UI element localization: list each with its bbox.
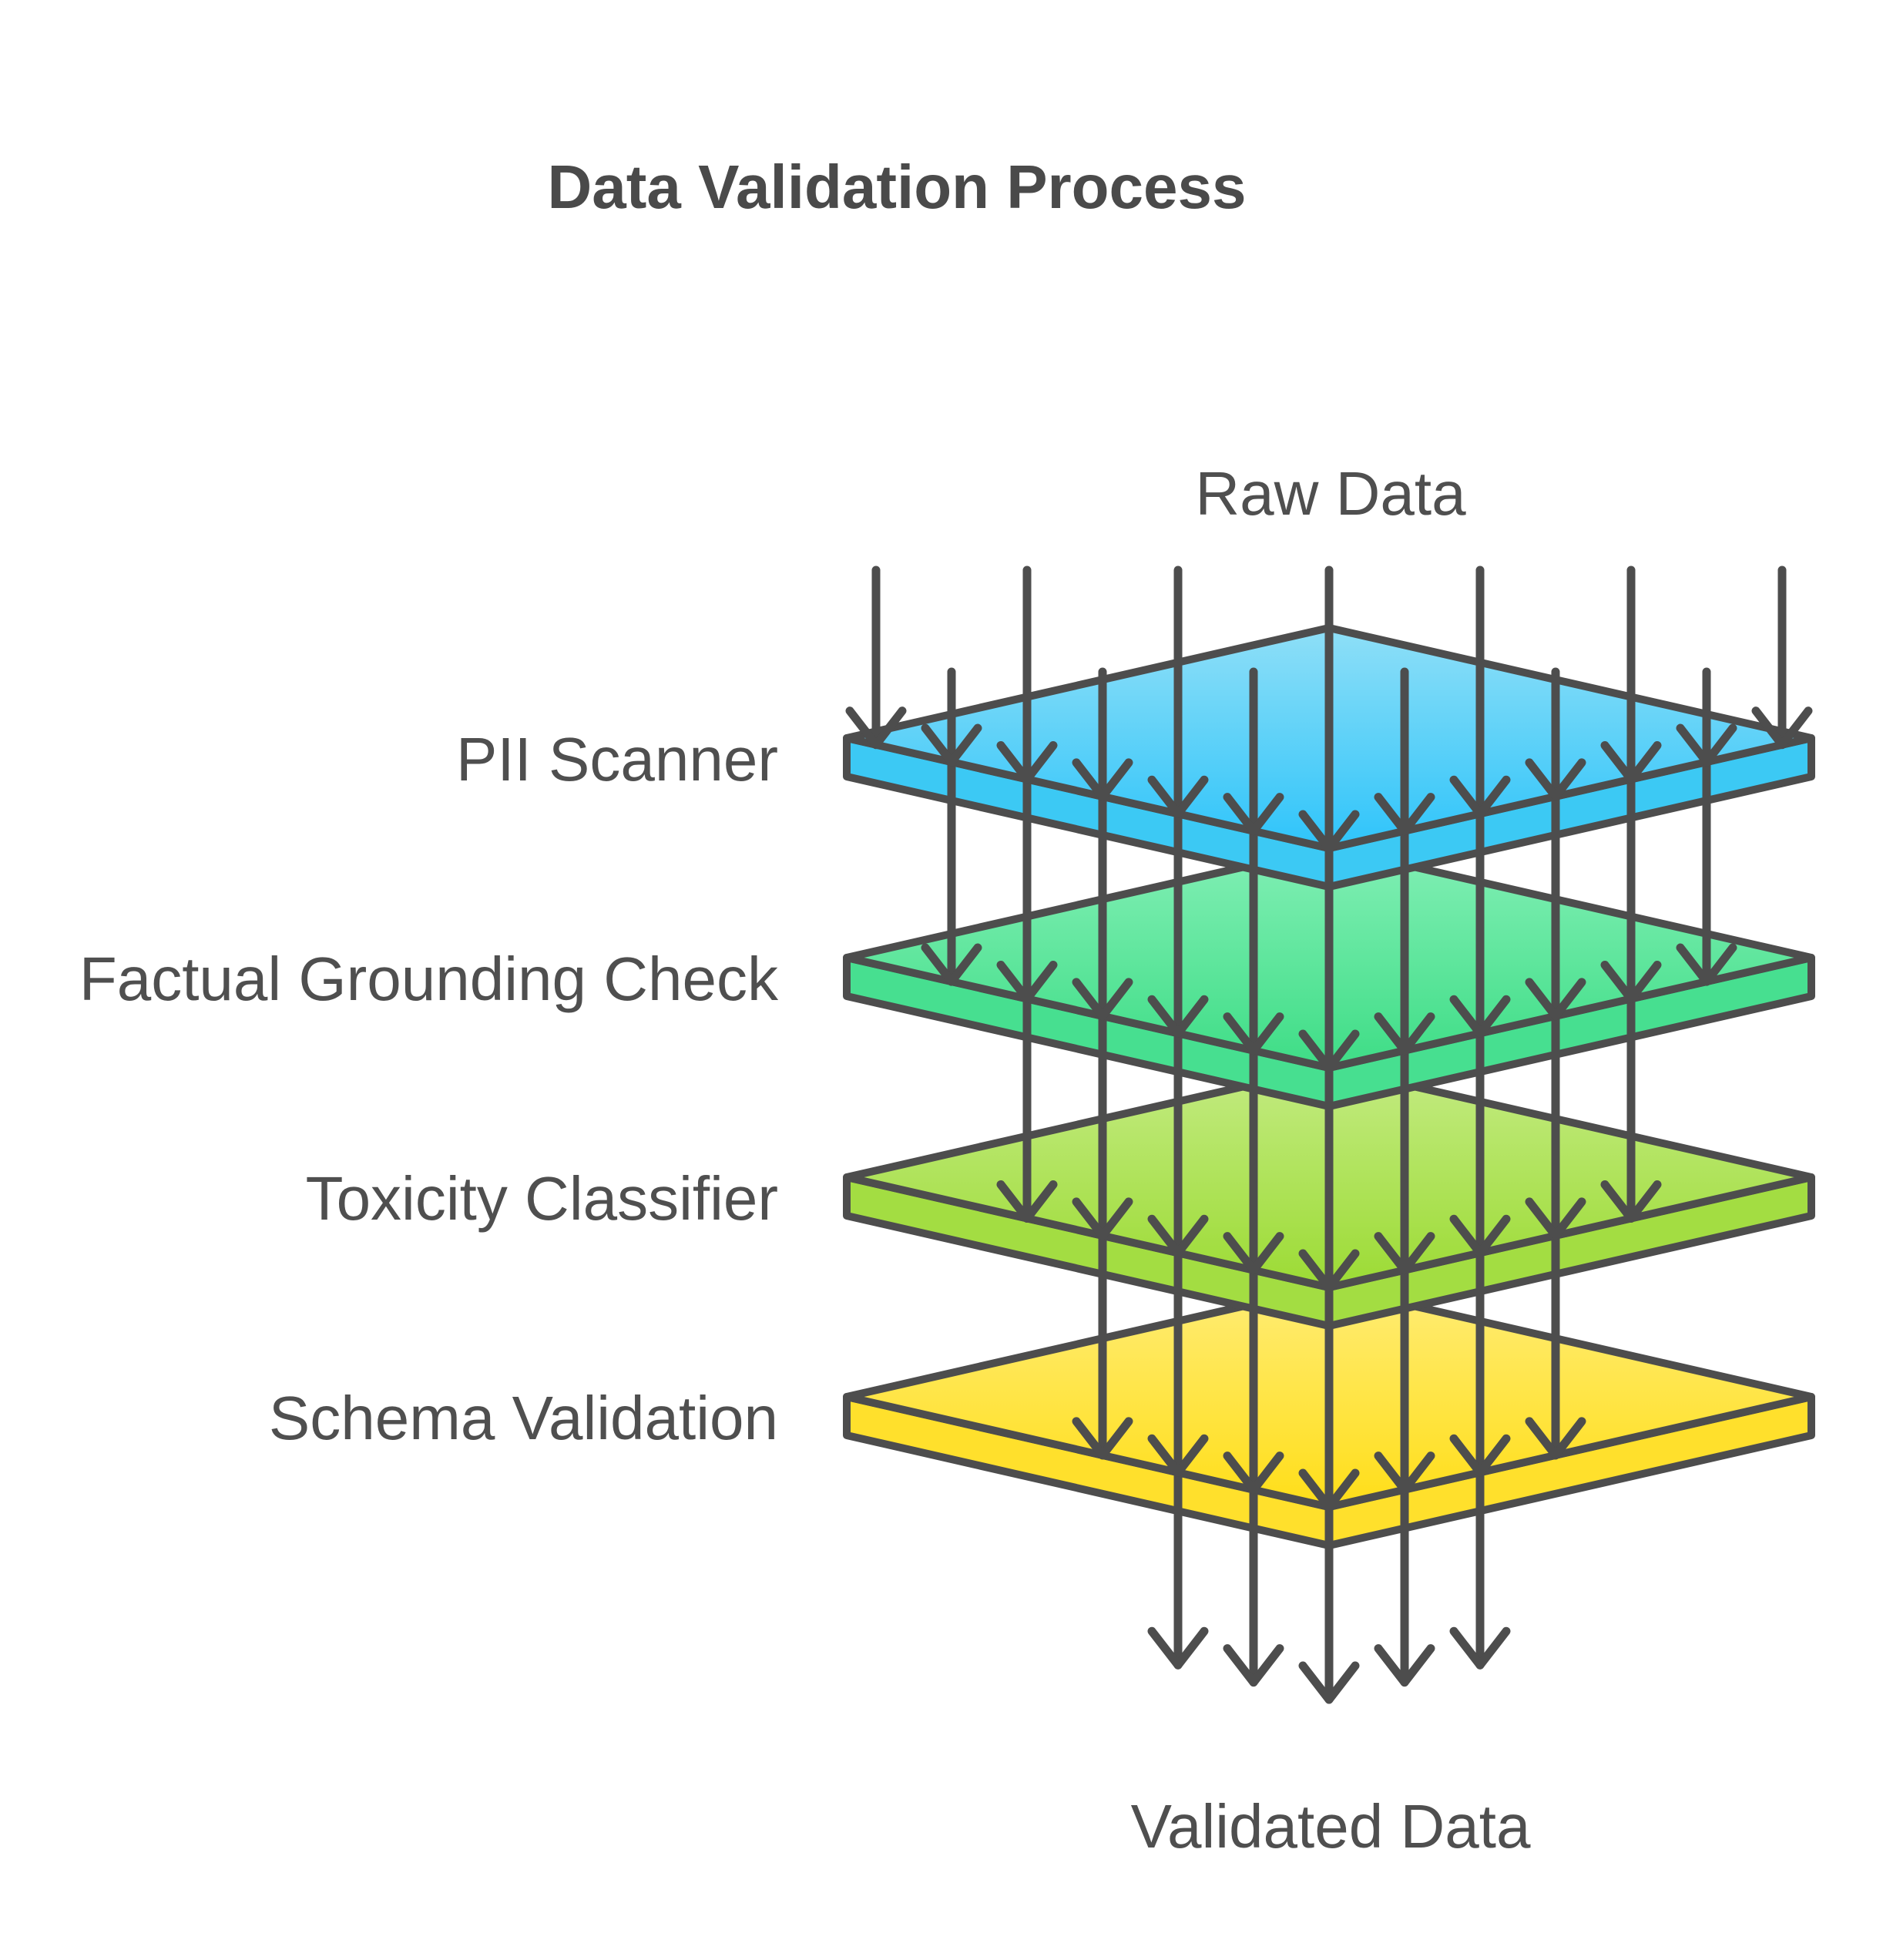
flow-arrow [1449, 1434, 1511, 1477]
flow-arrow [1072, 1417, 1133, 1460]
output-label: Validated Data [1131, 1792, 1531, 1861]
flow-arrow [1072, 758, 1133, 801]
flow-arrow [1223, 1644, 1284, 1687]
flow-arrow [996, 1180, 1058, 1223]
flow-arrow [1525, 1197, 1586, 1240]
diagram-title: Data Validation Process [547, 153, 1246, 221]
flow-arrow [1676, 943, 1737, 986]
flow-arrow [1298, 1661, 1360, 1704]
flow-arrow [1751, 706, 1813, 750]
flow-arrow [1223, 793, 1284, 836]
flow-arrow [1147, 1626, 1209, 1670]
diagram-shapes [843, 566, 1815, 1704]
flow-arrow [1072, 1197, 1133, 1240]
flow-arrow [1374, 793, 1435, 836]
stage-label-schema-validation: Schema Validation [269, 1384, 778, 1452]
flow-arrow [1298, 810, 1360, 853]
flow-arrow [1298, 1029, 1360, 1072]
flow-arrow [1449, 995, 1511, 1038]
flow-arrow [1147, 775, 1209, 818]
arrows-after-factual-grounding-check [996, 994, 1662, 1292]
flow-arrow [1072, 978, 1133, 1021]
input-label: Raw Data [1195, 459, 1466, 528]
flow-arrow [1676, 723, 1737, 767]
arrows-after-toxicity-classifier [1072, 1231, 1586, 1512]
arrows-input [845, 566, 1813, 853]
flow-arrow [1147, 1214, 1209, 1257]
flow-arrow [1147, 995, 1209, 1038]
flow-arrow [1298, 1468, 1360, 1512]
flow-arrow [1525, 1417, 1586, 1460]
flow-arrow [1374, 1232, 1435, 1275]
flow-arrow [1449, 775, 1511, 818]
arrows-after-pii-scanner [921, 757, 1737, 1072]
flow-arrow [921, 723, 982, 767]
stage-label-pii-scanner: PII Scanner [456, 725, 778, 794]
flow-arrow [1374, 1452, 1435, 1495]
flow-arrow [1298, 1249, 1360, 1292]
flow-arrow [1600, 1180, 1662, 1223]
flow-arrow [1147, 1434, 1209, 1477]
flow-arrow [1223, 1452, 1284, 1495]
flow-arrow [1449, 1214, 1511, 1257]
flow-arrow [1223, 1232, 1284, 1275]
flow-arrow [996, 740, 1058, 784]
flow-arrow [1374, 1644, 1435, 1687]
flow-arrow [1600, 960, 1662, 1003]
flow-arrow [1525, 978, 1586, 1021]
flow-arrow [1223, 1012, 1284, 1056]
flow-arrow [1374, 1012, 1435, 1056]
stage-label-toxicity-classifier: Toxicity Classifier [306, 1164, 778, 1233]
flow-arrow [1449, 1626, 1511, 1670]
stage-label-factual-grounding-check: Factual Grounding Check [79, 945, 779, 1013]
flow-arrow [1600, 740, 1662, 784]
flow-arrow [845, 706, 907, 750]
arrows-output [1147, 1468, 1511, 1704]
flow-arrow [996, 960, 1058, 1003]
flow-arrow [1525, 758, 1586, 801]
flow-arrow [921, 943, 982, 986]
